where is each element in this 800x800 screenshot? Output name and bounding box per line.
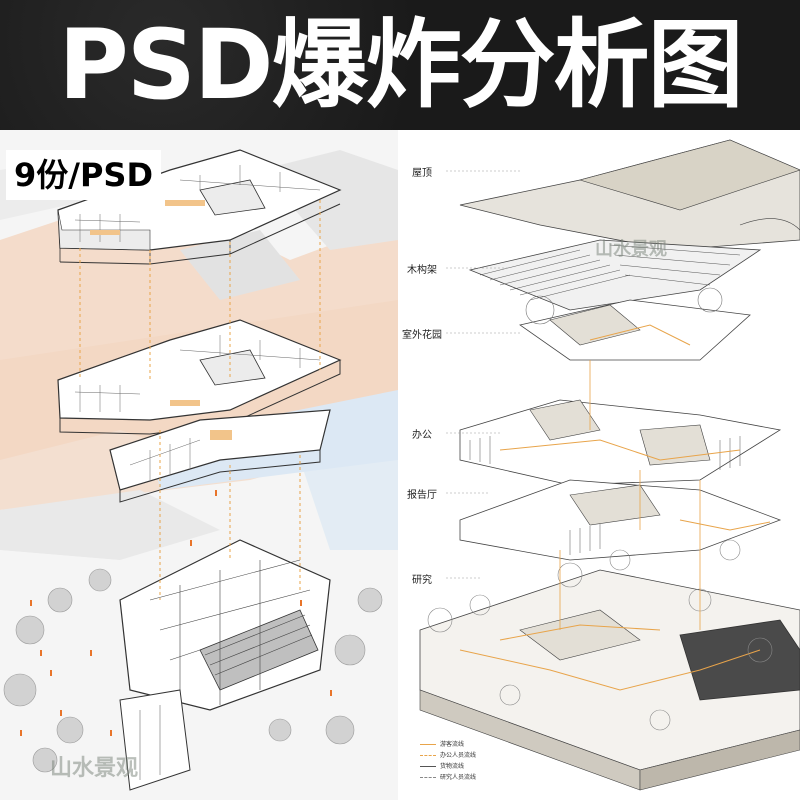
label-lecture-hall: 报告厅 (400, 486, 444, 501)
left-exploded-diagram: 山水景观 (0, 130, 398, 800)
lower-wing-plate (109, 409, 331, 503)
right-watermark: 山水景观 (595, 239, 667, 260)
garden-layer (519, 287, 751, 361)
label-outdoor-garden: 室外花园 (400, 326, 444, 341)
left-water-2 (300, 450, 398, 550)
title-banner: PSD爆炸分析图 (0, 0, 800, 130)
panel-divider (398, 130, 400, 800)
legend-item: 货物流线 (420, 761, 464, 770)
left-watermark: 山水景观 (50, 756, 139, 781)
right-diagram-drawing (419, 139, 800, 791)
legend-swatch (420, 777, 436, 778)
wood-frame-layer (468, 239, 762, 311)
label-wood-frame: 木构架 (400, 261, 444, 276)
label-office: 办公 (400, 426, 444, 441)
left-people-figures (20, 490, 332, 736)
right-trees (427, 539, 773, 731)
legend-label: 研究人员流线 (440, 774, 477, 781)
label-roof: 屋顶 (400, 164, 444, 179)
legend-swatch (420, 766, 436, 767)
legend-item: 办公人员流线 (420, 750, 476, 759)
office-layer (459, 399, 782, 486)
legend-label: 货物流线 (440, 763, 465, 770)
legend-label: 游客流线 (440, 741, 465, 748)
hall-layer (459, 479, 782, 561)
right-connector-lines (559, 360, 701, 630)
middle-floor-plate (57, 319, 342, 435)
research-layer (419, 569, 800, 791)
legend-item: 游客流线 (420, 739, 464, 748)
file-count-badge: 9份/PSD (6, 150, 162, 200)
upper-floor-plate (57, 149, 342, 265)
left-projection-lines (79, 200, 321, 600)
left-trees (3, 568, 383, 773)
left-context-block-3 (180, 230, 300, 300)
legend-item: 研究人员流线 (420, 772, 476, 781)
left-gray-block (0, 490, 220, 560)
label-research: 研究 (400, 571, 444, 586)
right-exploded-diagram: 屋顶 木构架 室外花园 办公 报告厅 研究 山水景观 游客流线 办公人员流线 货… (400, 130, 800, 800)
roof-layer (459, 139, 800, 251)
banner-title: PSD爆炸分析图 (58, 9, 743, 121)
left-diagram-drawing (0, 130, 398, 800)
ground-floor-plan (119, 539, 331, 791)
legend-label: 办公人员流线 (440, 752, 477, 759)
legend-swatch (420, 755, 436, 756)
legend-swatch (420, 744, 436, 745)
label-leader-lines (446, 170, 520, 579)
